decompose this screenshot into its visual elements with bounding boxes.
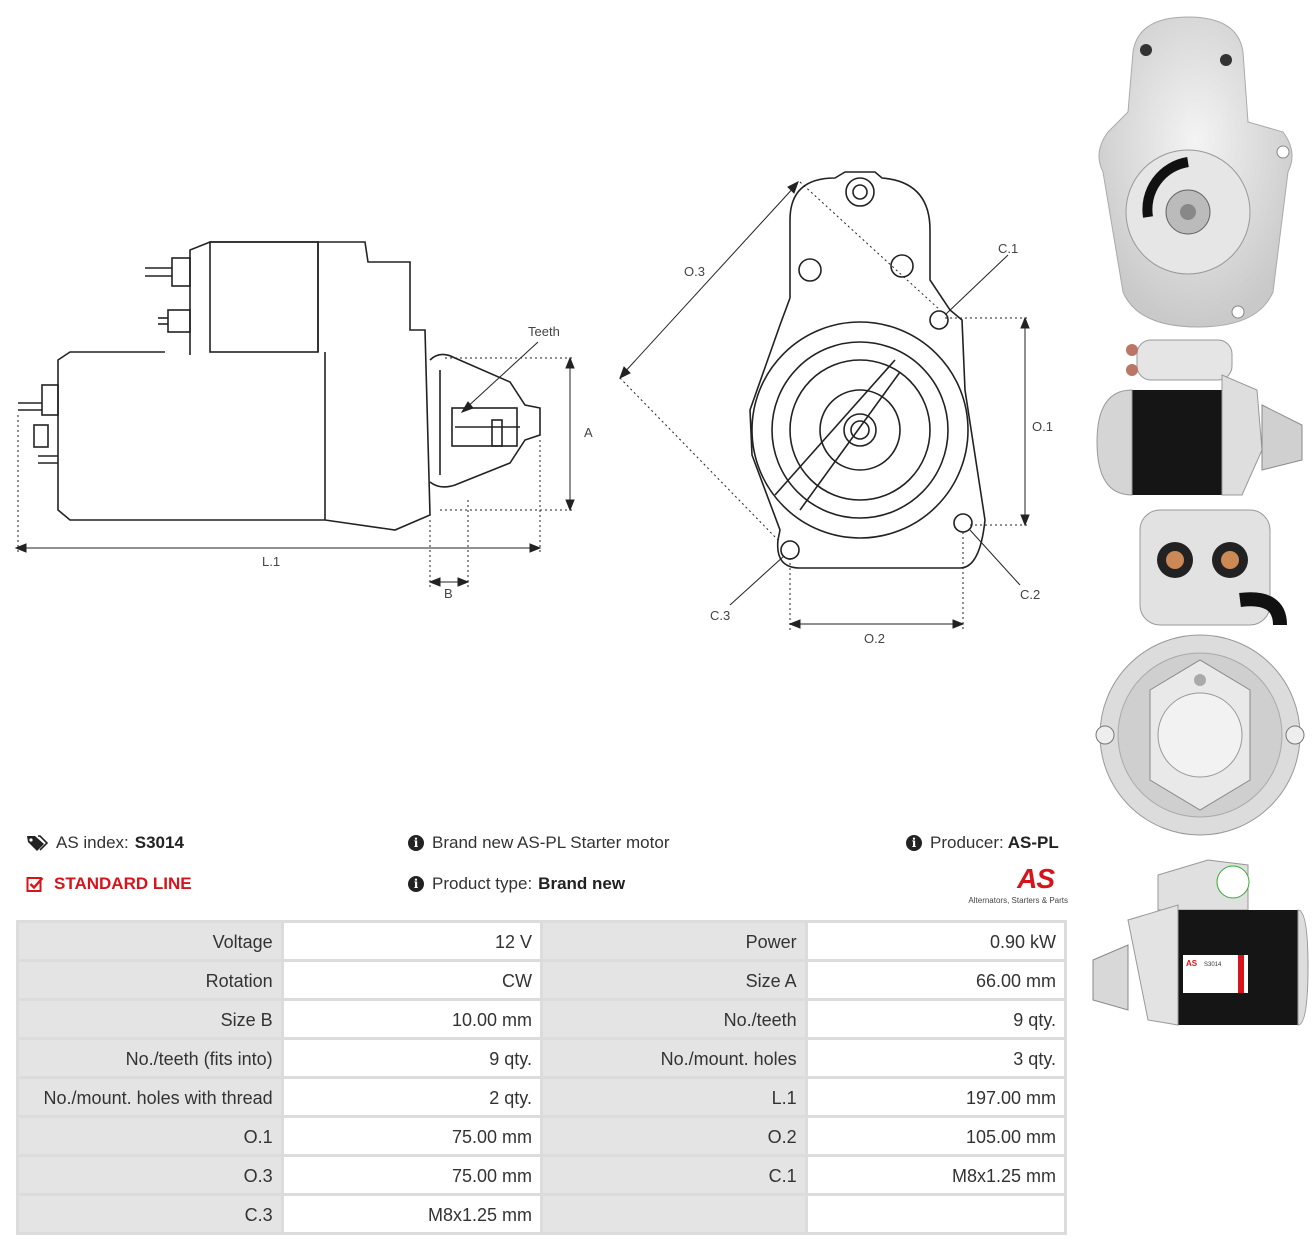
spec-label: O.1 [19, 1118, 281, 1154]
spec-value: 9 qty. [283, 1040, 540, 1076]
spec-value [807, 1196, 1064, 1232]
spec-value: 2 qty. [283, 1079, 540, 1115]
c2-label: C.2 [1020, 587, 1040, 602]
as-index: AS index: S3014 [26, 833, 184, 853]
photo-label-code: S3014 [1204, 962, 1222, 968]
producer-value: AS-PL [1007, 833, 1059, 852]
producer-label: Producer: [930, 833, 1004, 852]
product-type-value: Brand new [538, 874, 626, 893]
spec-value: 3 qty. [807, 1040, 1064, 1076]
description-text: Brand new AS-PL Starter motor [432, 833, 670, 852]
spec-value: 9 qty. [807, 1001, 1064, 1037]
as-index-label: AS index: [56, 833, 129, 852]
spec-label: No./teeth (fits into) [19, 1040, 281, 1076]
logo-mark: AS [1017, 863, 1055, 894]
spec-label: No./mount. holes [542, 1040, 805, 1076]
spec-value: 66.00 mm [807, 962, 1064, 998]
logo-tagline: Alternators, Starters & Parts [968, 896, 1068, 905]
c3-label: C.3 [710, 608, 730, 623]
tags-icon [27, 835, 48, 851]
spec-row: No./teeth (fits into)9 qty.No./mount. ho… [19, 1040, 1064, 1076]
spec-label: O.3 [19, 1157, 281, 1193]
o3-label: O.3 [684, 264, 705, 279]
spec-value: 75.00 mm [283, 1157, 540, 1193]
length-l1-label: L.1 [262, 554, 280, 569]
description: i Brand new AS-PL Starter motor [408, 833, 669, 853]
spec-label: L.1 [542, 1079, 805, 1115]
spec-value: 75.00 mm [283, 1118, 540, 1154]
product-photo-side [1096, 339, 1303, 496]
spec-value: 105.00 mm [807, 1118, 1064, 1154]
teeth-label: Teeth [528, 324, 560, 339]
spec-label: C.3 [19, 1196, 281, 1232]
check-square-icon [26, 877, 44, 892]
side-view-drawing: Teeth A L.1 B [14, 241, 593, 601]
photo-label-brand: AS [1186, 959, 1198, 968]
producer: i Producer: AS-PL [906, 833, 1059, 853]
spec-label: C.1 [542, 1157, 805, 1193]
c1-label: C.1 [998, 241, 1018, 256]
spec-label: Rotation [19, 962, 281, 998]
spec-value: 0.90 kW [807, 923, 1064, 959]
info-icon: i [906, 835, 922, 851]
info-icon: i [408, 876, 424, 892]
as-index-value: S3014 [134, 833, 184, 852]
o2-label: O.2 [864, 631, 885, 646]
spec-value: 12 V [283, 923, 540, 959]
spec-label: No./teeth [542, 1001, 805, 1037]
spec-label: No./mount. holes with thread [19, 1079, 281, 1115]
product-photo-rear [1095, 509, 1305, 836]
size-b-label: B [444, 586, 453, 601]
spec-value: 10.00 mm [283, 1001, 540, 1037]
standard-line: STANDARD LINE [26, 874, 192, 894]
spec-label: Size B [19, 1001, 281, 1037]
info-icon: i [408, 835, 424, 851]
product-photo-packaged-side: AS S3014 [1092, 859, 1309, 1026]
producer-logo: AS Alternators, Starters & Parts [966, 864, 1068, 908]
size-a-label: A [584, 425, 593, 440]
spec-label: Power [542, 923, 805, 959]
front-view-drawing: O.3 C.1 O.1 C.2 C.3 O.2 [619, 171, 1053, 646]
o1-label: O.1 [1032, 419, 1053, 434]
product-type-label: Product type: [432, 874, 533, 893]
spec-label [542, 1196, 805, 1232]
spec-value: CW [283, 962, 540, 998]
product-type: i Product type: Brand new [408, 874, 625, 894]
spec-value: M8x1.25 mm [283, 1196, 540, 1232]
spec-label: Size A [542, 962, 805, 998]
standard-line-label: STANDARD LINE [54, 874, 192, 893]
spec-label: Voltage [19, 923, 281, 959]
spec-label: O.2 [542, 1118, 805, 1154]
spec-value: 197.00 mm [807, 1079, 1064, 1115]
product-photo-front [1098, 16, 1293, 328]
spec-value: M8x1.25 mm [807, 1157, 1064, 1193]
